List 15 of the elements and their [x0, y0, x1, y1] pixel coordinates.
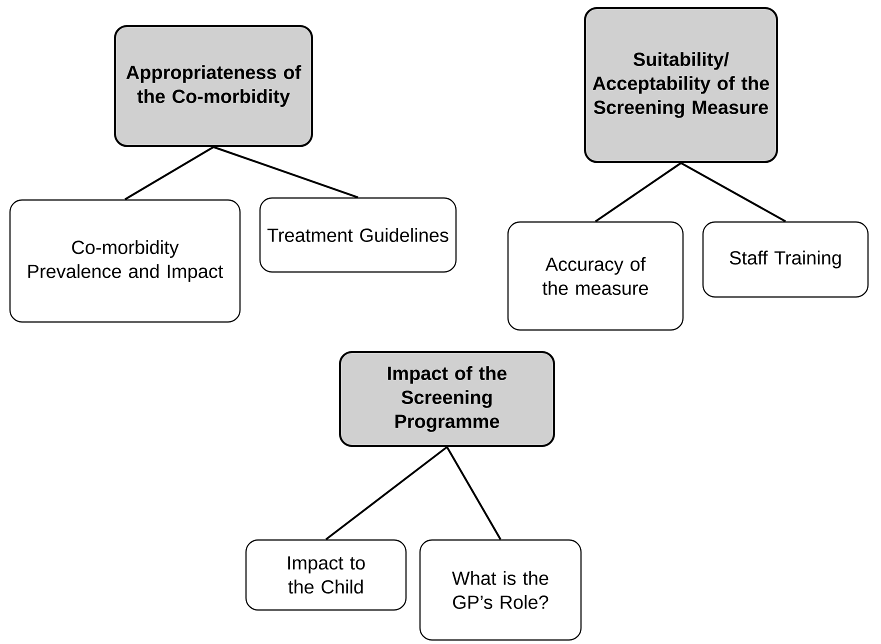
connector-line — [594, 162, 682, 222]
heading-box: Suitability/ Acceptability of the Screening Measure — [584, 7, 778, 163]
heading-box: Impact of the Screening Programme — [339, 351, 555, 447]
topic-box: Co-morbidity Prevalence and Impact — [9, 199, 241, 323]
connector-line — [325, 446, 448, 540]
topic-box: Treatment Guidelines — [259, 197, 457, 273]
connector-line — [213, 146, 358, 198]
topic-box: Staff Training — [702, 221, 869, 298]
topic-box: What is the GP’s Role? — [419, 539, 582, 641]
topic-box: Impact to the Child — [245, 539, 407, 611]
topic-box: Accuracy of the measure — [507, 221, 684, 331]
connector-line — [124, 146, 214, 200]
heading-box: Appropriateness of the Co-morbidity — [114, 25, 313, 147]
connector-line — [680, 162, 786, 222]
connector-line — [446, 446, 502, 540]
